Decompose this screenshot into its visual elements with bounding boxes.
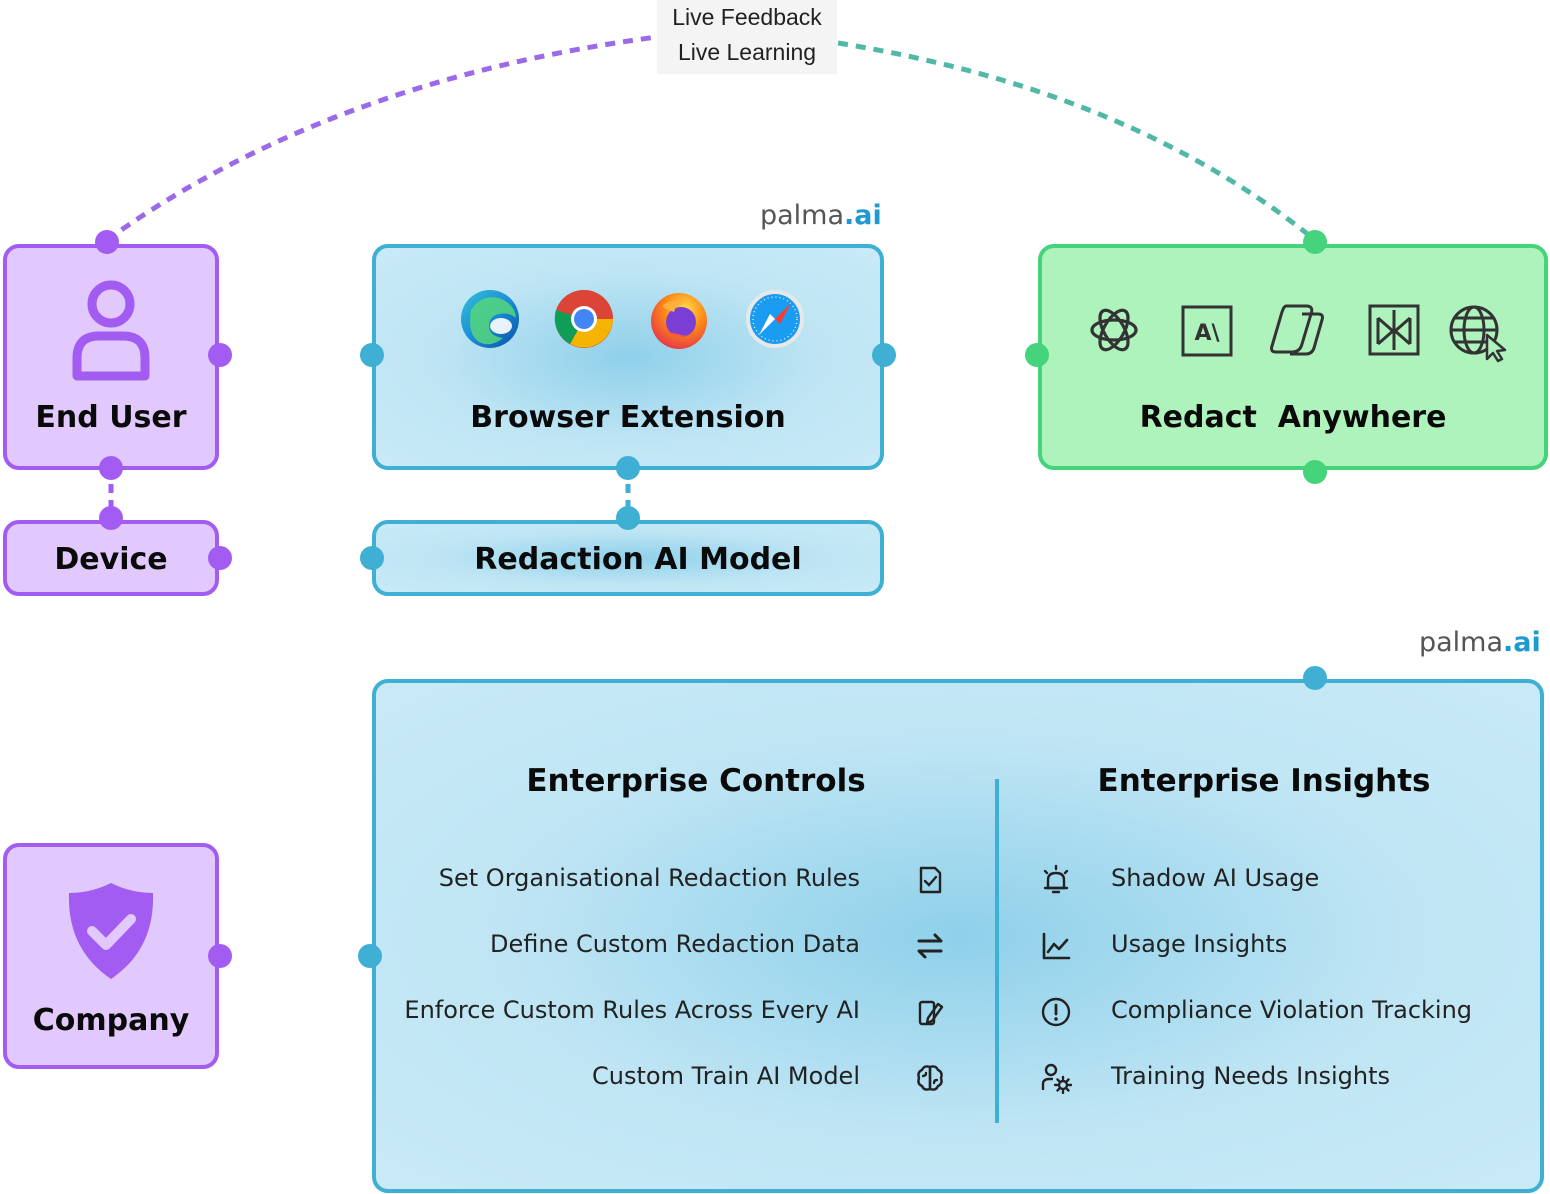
brain-icon — [917, 1065, 943, 1091]
enterprise-controls-title: Enterprise Controls — [526, 763, 866, 799]
feedback-line-2: Live Learning — [677, 39, 817, 65]
alert-circle-icon — [1041, 997, 1071, 1027]
company-node[interactable]: Company — [3, 843, 219, 1069]
end-user-title: End User — [35, 400, 187, 435]
line-chart-icon — [1042, 932, 1071, 960]
edit-rules-icon — [918, 1000, 944, 1026]
insight-item-1: Shadow AI Usage — [1111, 864, 1320, 892]
user-icon — [72, 280, 150, 381]
redaction-model-node[interactable]: Redaction AI Model — [372, 520, 884, 596]
insight-item-3: Compliance Violation Tracking — [1111, 996, 1473, 1024]
brand-suffix: .ai — [844, 200, 882, 231]
anthropic-icon: A\ — [1181, 305, 1233, 357]
feedback-arc-left — [105, 34, 658, 243]
brand-label-bottom: palma.ai — [1419, 627, 1541, 658]
control-item-3: Enforce Custom Rules Across Every AI — [404, 996, 860, 1024]
edge-icon — [461, 290, 519, 348]
firefox-icon — [651, 293, 707, 349]
redaction-model-title: Redaction AI Model — [474, 542, 802, 577]
end-user-node[interactable]: End User — [3, 244, 219, 470]
panel-divider — [995, 779, 999, 1123]
web-cursor-icon — [1449, 305, 1507, 363]
feedback-line-1: Live Feedback — [672, 4, 822, 30]
arrows-swap-icon — [917, 933, 943, 959]
company-title: Company — [32, 1003, 190, 1038]
control-item-1: Set Organisational Redaction Rules — [438, 864, 860, 892]
redact-anywhere-title: Redact Anywhere — [1139, 400, 1447, 435]
feedback-arc-right — [837, 40, 1317, 242]
brand-name: palma — [760, 200, 845, 231]
enterprise-panel: Enterprise Controls Enterprise Insights … — [372, 679, 1544, 1193]
device-title: Device — [54, 542, 168, 577]
chrome-icon — [554, 289, 613, 348]
insight-item-4: Training Needs Insights — [1111, 1062, 1390, 1090]
browser-extension-title: Browser Extension — [470, 400, 786, 435]
alarm-icon — [1043, 864, 1069, 894]
control-item-2: Define Custom Redaction Data — [490, 930, 860, 958]
browser-extension-node[interactable]: Browser Extension — [372, 244, 884, 470]
device-node[interactable]: Device — [3, 520, 219, 596]
user-gear-icon — [1041, 1063, 1072, 1094]
brand-label-top: palma.ai — [760, 200, 882, 231]
brand-name: palma — [1419, 627, 1504, 658]
openai-icon — [1090, 308, 1138, 352]
insight-item-2: Usage Insights — [1111, 930, 1288, 958]
feedback-label: Live Feedback Live Learning — [657, 0, 837, 74]
svg-text:A\: A\ — [1194, 321, 1220, 346]
safari-icon — [746, 290, 804, 348]
redact-anywhere-node[interactable]: A\ Redact Anywhere — [1038, 244, 1548, 470]
checklist-icon — [919, 866, 942, 894]
copilot-icon — [1270, 304, 1324, 356]
perplexity-icon — [1368, 304, 1420, 356]
shield-check-icon — [68, 883, 154, 979]
enterprise-insights-title: Enterprise Insights — [1097, 763, 1431, 799]
brand-suffix: .ai — [1503, 627, 1541, 658]
control-item-4: Custom Train AI Model — [592, 1062, 860, 1090]
